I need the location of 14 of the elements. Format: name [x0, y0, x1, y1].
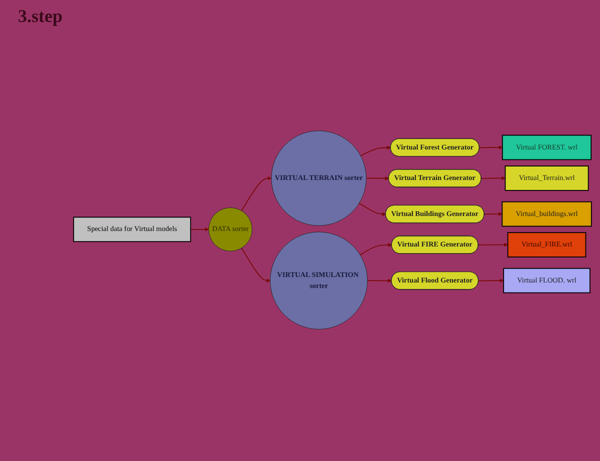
arrow [478, 278, 504, 283]
diagram-title: 3.step [18, 6, 62, 27]
arrow [366, 176, 389, 180]
arrow [366, 278, 392, 283]
arrow [190, 227, 209, 232]
arrow [241, 248, 270, 283]
arrow [478, 145, 503, 150]
arrow [360, 146, 391, 156]
arrow [241, 176, 272, 212]
arrow [484, 212, 502, 216]
arrow [360, 242, 392, 256]
arrow [480, 176, 506, 180]
arrow [478, 242, 508, 247]
arrow [358, 202, 386, 216]
